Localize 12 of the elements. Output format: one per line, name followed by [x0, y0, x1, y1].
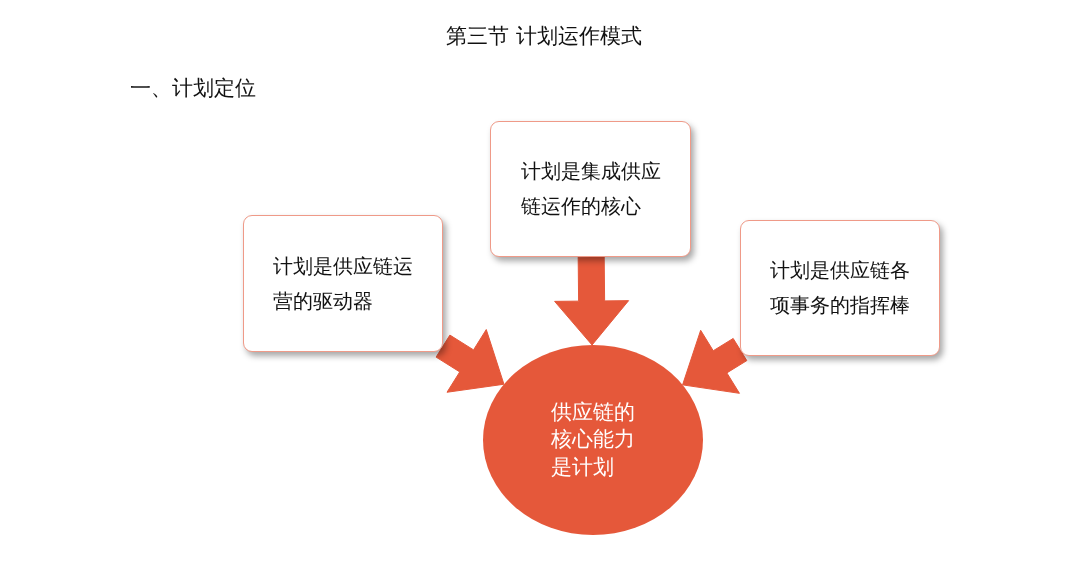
statement-box: [740, 220, 940, 356]
block-arrow: [682, 329, 748, 394]
block-arrow: [435, 329, 505, 393]
title: 第三节 计划运作模式: [446, 23, 642, 50]
statement-box: [490, 121, 691, 257]
section-heading: 一、计划定位: [130, 75, 256, 102]
statement-box: [243, 215, 443, 352]
block-arrow: [554, 256, 630, 346]
node-text: 供应链的核心能力是计划: [551, 399, 635, 481]
node-text: 计划是供应链运营的驱动器: [273, 252, 413, 315]
node-text: 计划是供应链各项事务的指挥棒: [770, 257, 910, 319]
node-text: 计划是集成供应链运作的核心: [520, 158, 661, 220]
